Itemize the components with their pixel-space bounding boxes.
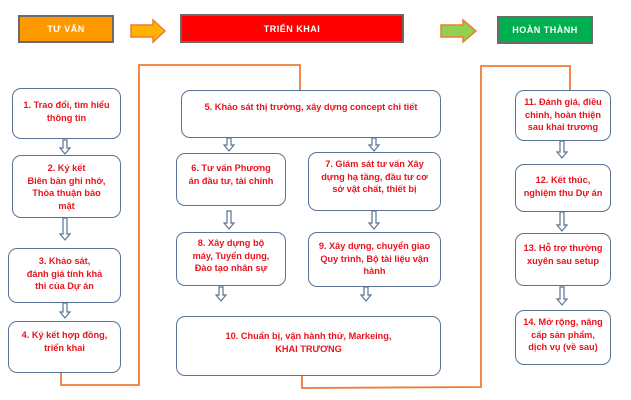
phase-trien-khai: TRIỂN KHAI bbox=[180, 14, 404, 43]
step-1: 1. Trao đổi, tìm hiểu thông tin bbox=[12, 88, 121, 139]
down-arrows bbox=[58, 137, 569, 319]
phase-tu-van: TƯ VẤN bbox=[18, 15, 114, 43]
phase-hoan-thanh: HOÀN THÀNH bbox=[497, 16, 593, 44]
step-text: 11. Đánh giá, điều chỉnh, hoàn thiện sau… bbox=[524, 97, 602, 132]
step-text: 13. Hỗ trợ thường xuyên sau setup bbox=[523, 243, 603, 266]
down-arrow-icon bbox=[214, 286, 228, 302]
arrow-tu-van-to-trien-khai bbox=[130, 18, 167, 44]
step-9: 9. Xây dựng, chuyển giao Quy trình, Bộ t… bbox=[308, 232, 441, 287]
step-text: 10. Chuẩn bị, vận hành thử, Markeing, KH… bbox=[225, 331, 392, 354]
step-text: 8. Xây dựng bộ máy, Tuyển dụng, Đào tạo … bbox=[192, 238, 270, 273]
step-12: 12. Kết thúc, nghiệm thu Dự án bbox=[515, 164, 611, 212]
step-4: 4. Ký kết hợp đồng, triển khai bbox=[8, 321, 121, 373]
step-text: 9. Xây dựng, chuyển giao Quy trình, Bộ t… bbox=[318, 241, 431, 276]
phase-label: HOÀN THÀNH bbox=[512, 25, 578, 35]
down-arrow-icon bbox=[555, 286, 569, 306]
step-14: 14. Mở rộng, nâng cấp sản phẩm, dịch vụ … bbox=[515, 310, 611, 365]
step-text: 6. Tư vấn Phương án đầu tư, tài chính bbox=[188, 163, 274, 186]
step-3: 3. Khảo sát, đánh giá tính khả thi của D… bbox=[8, 248, 121, 303]
step-10: 10. Chuẩn bị, vận hành thử, Markeing, KH… bbox=[176, 316, 441, 376]
connector-step4-to-step5 bbox=[60, 64, 301, 386]
connector-step10-to-step11 bbox=[301, 65, 571, 389]
down-arrow-icon bbox=[222, 137, 236, 152]
down-arrow-icon bbox=[58, 139, 72, 155]
step-text: 2. Ký kết Biên bản ghi nhớ, Thỏa thuận b… bbox=[27, 163, 106, 211]
step-7: 7. Giám sát tư vấn Xây dựng hạ tầng, đầu… bbox=[308, 152, 441, 211]
phase-label: TRIỂN KHAI bbox=[263, 23, 321, 34]
down-arrow-icon bbox=[58, 302, 72, 319]
step-11: 11. Đánh giá, điều chỉnh, hoàn thiện sau… bbox=[515, 90, 611, 141]
step-text: 5. Khảo sát thị trường, xây dựng concept… bbox=[204, 102, 418, 112]
down-arrow-icon bbox=[58, 217, 72, 241]
down-arrow-icon bbox=[367, 210, 381, 230]
down-arrow-icon bbox=[555, 211, 569, 232]
step-text: 14. Mở rộng, nâng cấp sản phẩm, dịch vụ … bbox=[523, 317, 603, 352]
step-text: 1. Trao đổi, tìm hiểu thông tin bbox=[23, 100, 110, 123]
arrow-trien-khai-to-hoan-thanh bbox=[440, 18, 478, 44]
down-arrow-icon bbox=[359, 286, 373, 302]
phase-label: TƯ VẤN bbox=[47, 24, 85, 34]
down-arrow-icon bbox=[555, 140, 569, 159]
step-13: 13. Hỗ trợ thường xuyên sau setup bbox=[515, 233, 611, 286]
step-8: 8. Xây dựng bộ máy, Tuyển dụng, Đào tạo … bbox=[176, 232, 286, 286]
step-2: 2. Ký kết Biên bản ghi nhớ, Thỏa thuận b… bbox=[12, 155, 121, 218]
down-arrow-icon bbox=[222, 210, 236, 230]
step-text: 7. Giám sát tư vấn Xây dựng hạ tầng, đầu… bbox=[321, 159, 428, 194]
step-text: 4. Ký kết hợp đồng, triển khai bbox=[21, 330, 108, 353]
step-5: 5. Khảo sát thị trường, xây dựng concept… bbox=[181, 90, 441, 138]
step-text: 12. Kết thúc, nghiệm thu Dự án bbox=[523, 175, 603, 198]
step-6: 6. Tư vấn Phương án đầu tư, tài chính bbox=[176, 153, 286, 206]
down-arrow-icon bbox=[367, 137, 381, 152]
step-text: 3. Khảo sát, đánh giá tính khả thi của D… bbox=[26, 256, 103, 291]
